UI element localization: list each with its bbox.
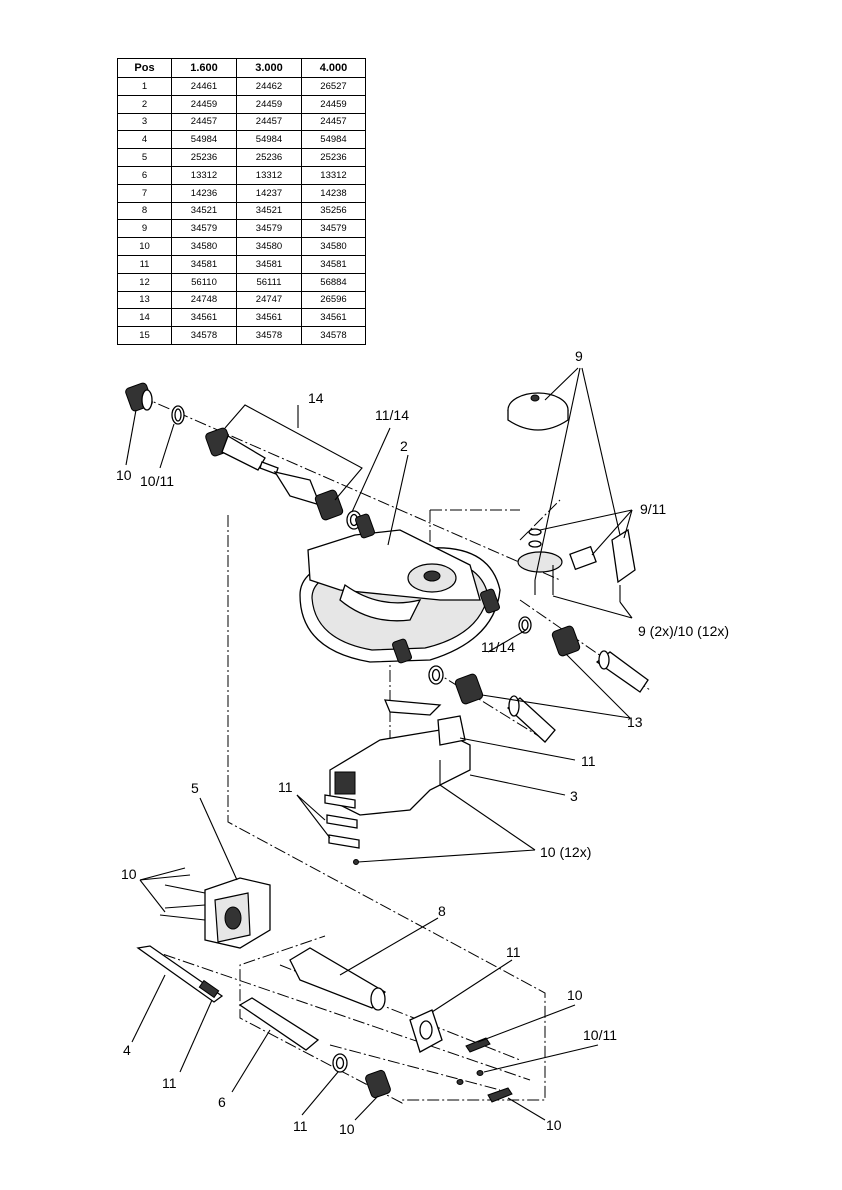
header-model-3000: 3.000 bbox=[236, 58, 302, 78]
base-plate bbox=[329, 699, 471, 816]
callout-8: 8 bbox=[438, 903, 446, 919]
hose-tail-upper bbox=[205, 427, 279, 475]
callout-11-14-top: 11/14 bbox=[375, 407, 409, 423]
o-ring-lower-left bbox=[428, 665, 444, 685]
o-ring-right bbox=[518, 616, 532, 634]
callout-14-top: 14 bbox=[308, 390, 324, 406]
valve-parts-group bbox=[517, 528, 636, 602]
drive-shaft bbox=[136, 945, 224, 1003]
callout-10-left: 10 bbox=[121, 866, 137, 882]
callout-11-14-mid: 11/14 bbox=[481, 639, 515, 655]
callout-2: 2 bbox=[400, 438, 408, 454]
callout-6: 6 bbox=[218, 1094, 226, 1110]
control-knob bbox=[507, 392, 569, 431]
callout-labels: 9 14 11/14 2 10 10/11 9/11 9 (2x)/10 (12… bbox=[116, 348, 729, 1137]
cell-4000: 34578 bbox=[301, 326, 366, 345]
callout-4: 4 bbox=[123, 1042, 131, 1058]
callout-10-11-bottom: 10/11 bbox=[583, 1027, 617, 1043]
callout-5: 5 bbox=[191, 780, 199, 796]
callout-11-left: 11 bbox=[278, 779, 293, 795]
cell-3000: 34578 bbox=[236, 326, 302, 345]
callout-9-top: 9 bbox=[575, 348, 583, 364]
callout-10-12x: 10 (12x) bbox=[540, 844, 591, 860]
callout-11-bottom-1: 11 bbox=[506, 944, 521, 960]
header-pos: Pos bbox=[117, 58, 172, 78]
bottom-o-ring bbox=[332, 1053, 348, 1073]
leader-lines bbox=[125, 367, 633, 1121]
callout-11-mid: 11 bbox=[581, 753, 596, 769]
cap-nut-lower bbox=[454, 673, 484, 705]
cap-nut-right bbox=[551, 625, 581, 657]
motor-canister bbox=[289, 947, 386, 1011]
cap-nut-top-left bbox=[125, 382, 153, 412]
hose-tail-right bbox=[595, 650, 649, 693]
seal-plate bbox=[409, 1009, 443, 1053]
hose-tail-lower-right bbox=[507, 695, 556, 743]
callout-3: 3 bbox=[570, 788, 578, 804]
o-ring-top-left bbox=[171, 405, 185, 425]
callout-10-bottom-1: 10 bbox=[567, 987, 583, 1003]
callout-9-2x-10-12x: 9 (2x)/10 (12x) bbox=[638, 623, 729, 639]
pins bbox=[456, 1037, 513, 1103]
callout-10-bottom-2: 10 bbox=[339, 1121, 355, 1137]
callout-11-bottom-2: 11 bbox=[162, 1075, 177, 1091]
clip-springs bbox=[324, 794, 360, 865]
rotor-sleeve bbox=[238, 997, 320, 1051]
hose-tail-lower bbox=[273, 471, 344, 521]
callout-10-top-left: 10 bbox=[116, 467, 132, 483]
callout-10-bottom-3: 10 bbox=[546, 1117, 562, 1133]
table-header-row: Pos 1.600 3.000 4.000 bbox=[117, 58, 366, 78]
bottom-cap-nut bbox=[365, 1069, 391, 1099]
header-model-4000: 4.000 bbox=[301, 58, 366, 78]
callout-13: 13 bbox=[627, 714, 643, 730]
callout-11-bottom-3: 11 bbox=[293, 1118, 308, 1134]
pump-housing bbox=[299, 513, 501, 664]
motor-block bbox=[159, 877, 271, 949]
callout-10-11-top-left: 10/11 bbox=[140, 473, 174, 489]
callout-9-11: 9/11 bbox=[640, 501, 666, 517]
